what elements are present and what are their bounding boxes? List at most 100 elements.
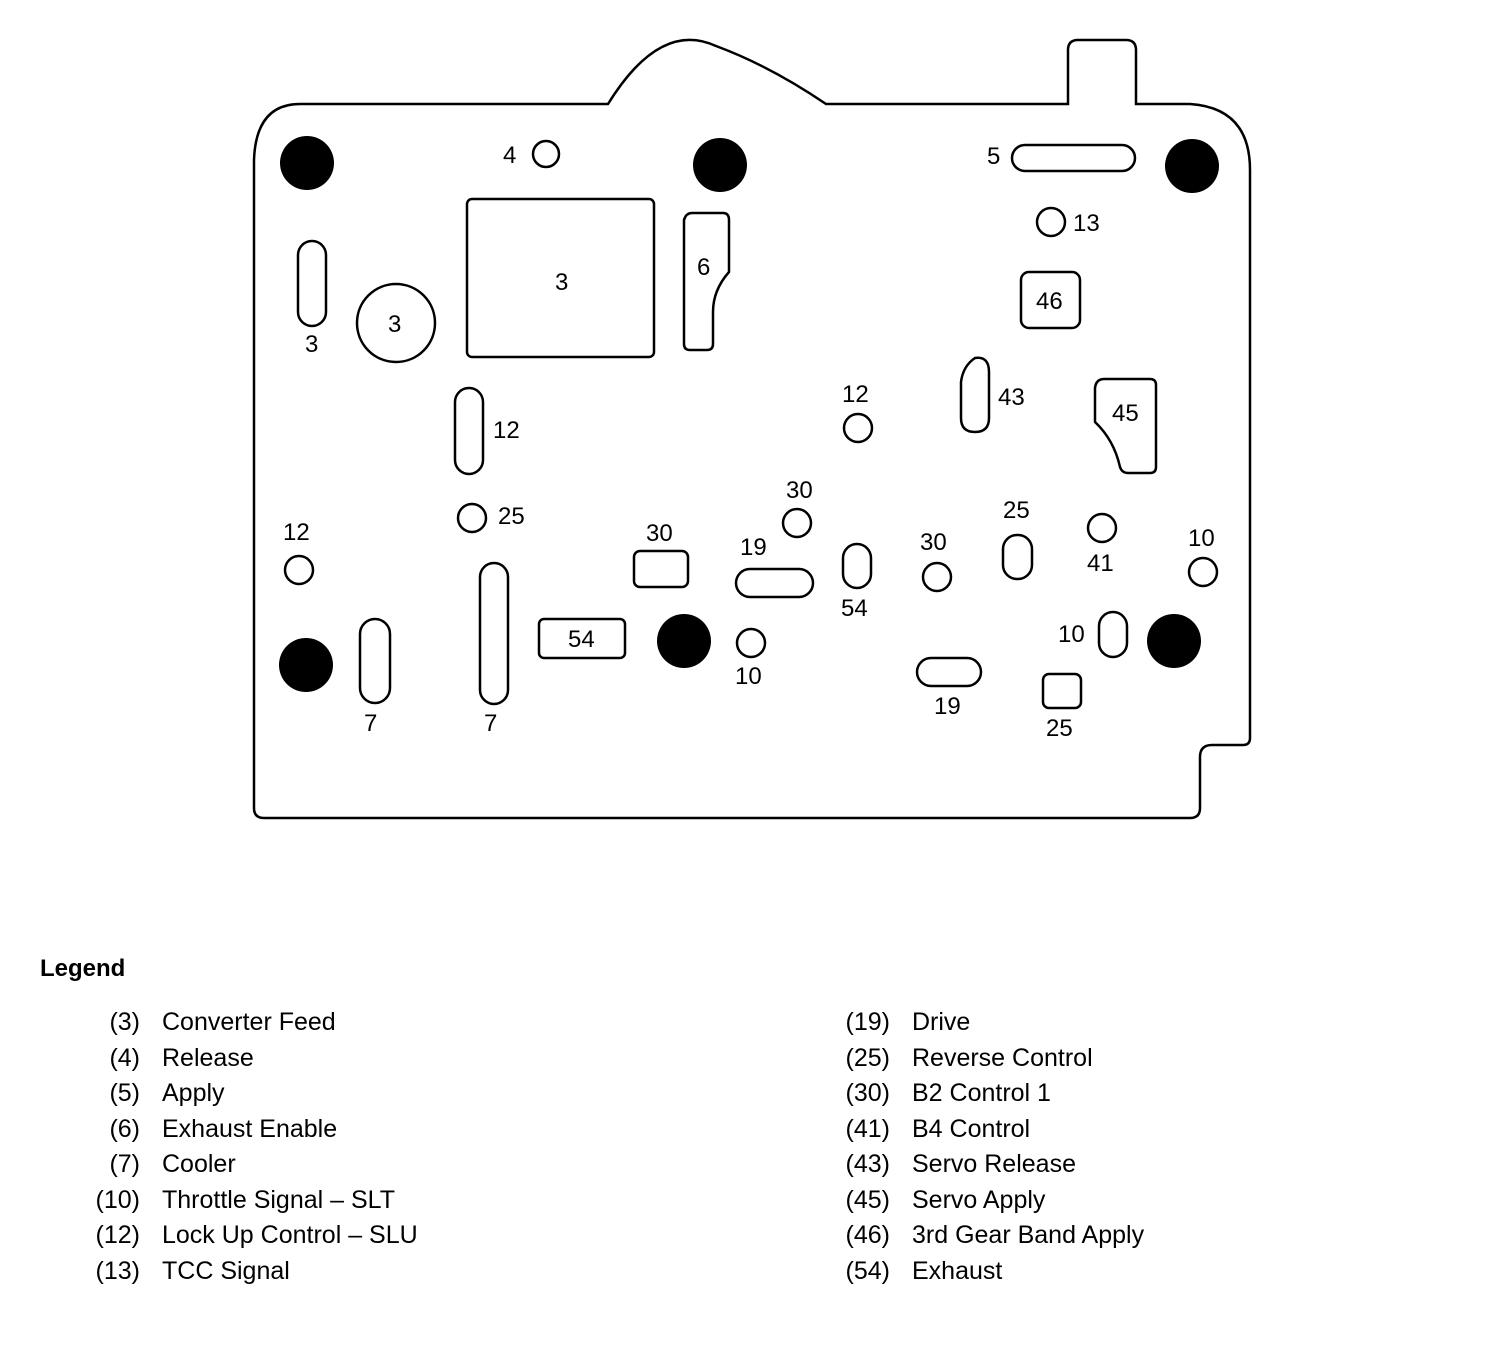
legend-item-label: Servo Release [912,1150,1076,1178]
legend-item-label: Exhaust [912,1256,1003,1285]
legend-item-label: Converter Feed [162,1008,336,1036]
port-10-slot [1097,610,1129,659]
port-41 [1086,512,1118,544]
legend-title: Legend [40,955,126,982]
legend-item-label: Reverse Control [912,1043,1093,1072]
legend-item-number: (5) [109,1079,140,1107]
port-5-label: 5 [987,143,1000,170]
legend-item-label: Drive [912,1008,971,1036]
legend-item: (13) TCC Signal [60,1254,418,1290]
port-43 [959,356,991,434]
port-7-long-label: 7 [484,710,497,737]
port-19-top-label: 19 [740,534,767,561]
port-12-left [283,554,315,586]
plate-outline [252,38,1252,820]
port-12-slot-label: 12 [493,417,520,444]
legend-item-number: (30) [845,1079,890,1107]
legend-item-label: Lock Up Control – SLU [162,1221,418,1249]
port-54-box [537,617,627,660]
legend-item-number: (7) [109,1150,140,1178]
port-6-label: 6 [697,254,710,281]
port-19-bottom [915,656,983,688]
legend-item: (12) Lock Up Control – SLU [60,1218,418,1254]
port-12-mid [842,412,874,444]
legend-item-label: TCC Signal [162,1256,290,1285]
port-3-circle [355,282,437,364]
legend-item-number: (41) [845,1114,890,1143]
port-30-box-label: 30 [646,520,673,547]
legend-item-label: Apply [162,1079,225,1107]
legend-item-label: Exhaust Enable [162,1114,338,1143]
legend-item-number: (12) [95,1221,140,1249]
port-25-slot-label: 25 [1003,497,1030,524]
legend-item: (25) Reverse Control [810,1041,1144,1077]
legend-item-number: (46) [845,1221,890,1249]
legend-item-number: (54) [845,1256,890,1285]
port-25-left-label: 25 [498,503,525,530]
port-12-slot [453,386,485,476]
port-10-right-label: 10 [1188,525,1215,552]
port-13-label: 13 [1073,210,1100,237]
legend-item-number: (19) [845,1008,890,1036]
port-3-square-label: 3 [555,269,568,296]
port-12-mid-label: 12 [842,381,869,408]
port-5 [1010,143,1137,173]
port-13 [1035,206,1067,238]
port-46 [1019,270,1082,330]
port-4 [531,139,561,169]
port-10-center-label: 10 [735,663,762,690]
legend-item: (19) Drive [810,1005,1144,1041]
legend-item-label: Cooler [162,1150,236,1178]
port-4-label: 4 [503,142,516,169]
legend-item-label: B2 Control 1 [912,1079,1051,1107]
port-3-square [465,197,656,359]
legend-item: (6) Exhaust Enable [60,1112,418,1148]
legend-item-number: (43) [845,1150,890,1178]
legend-item: (30) B2 Control 1 [810,1076,1144,1112]
legend-item-number: (25) [845,1043,890,1072]
bolt-hole [1147,614,1201,668]
separator-plate-diagram: 4 5 13 3 3 3 6 46 12 12 43 45 25 30 12 3… [252,38,1252,820]
port-25-box-label: 25 [1046,715,1073,742]
port-54-slot-label: 54 [841,595,868,622]
legend-left-column: (3) Converter Feed (4)Release (5) Apply (6… [60,1005,418,1289]
port-45-label: 45 [1112,400,1139,427]
port-6 [682,211,731,352]
legend-item: (4)Release [60,1041,418,1077]
legend-item-number: (3) [109,1008,140,1036]
port-10-slot-label: 10 [1058,621,1085,648]
bolt-hole [1165,139,1219,193]
legend-item: (3) Converter Feed [60,1005,418,1041]
bolt-hole [280,136,334,190]
port-54-box-label: 54 [568,626,595,653]
port-7-long [478,561,510,706]
legend-item-number: (6) [109,1114,140,1143]
legend-item: (10) Throttle Signal – SLT [60,1183,418,1219]
port-25-box [1041,672,1083,710]
port-19-bottom-label: 19 [934,693,961,720]
legend-item-label: B4 Control [912,1114,1031,1143]
port-45 [1093,377,1158,475]
bolt-hole [657,614,711,668]
port-30-top [781,507,813,539]
port-43-label: 43 [998,384,1025,411]
port-3-slot [296,239,328,328]
legend-item-label: Release [162,1043,254,1072]
port-41-label: 41 [1087,550,1114,577]
legend-item-number: (10) [95,1185,140,1214]
port-19-top [734,567,815,599]
port-30-top-label: 30 [786,477,813,504]
legend-item: (5) Apply [60,1076,418,1112]
legend-item: (41) B4 Control [810,1112,1144,1148]
port-7-left-label: 7 [364,710,377,737]
legend-item-number: (13) [95,1256,140,1285]
legend-item-label: Throttle Signal – SLT [162,1185,395,1214]
port-30-box [632,549,690,589]
port-46-label: 46 [1036,288,1063,315]
port-54-slot [841,542,873,590]
legend-item: (43) Servo Release [810,1147,1144,1183]
port-3-slot-label: 3 [305,331,318,358]
legend-right-column: (19) Drive (25) Reverse Control (30) B2 Con… [810,1005,1145,1289]
port-30-right-label: 30 [920,529,947,556]
legend-item: (46)3rd Gear Band Apply [810,1218,1145,1254]
